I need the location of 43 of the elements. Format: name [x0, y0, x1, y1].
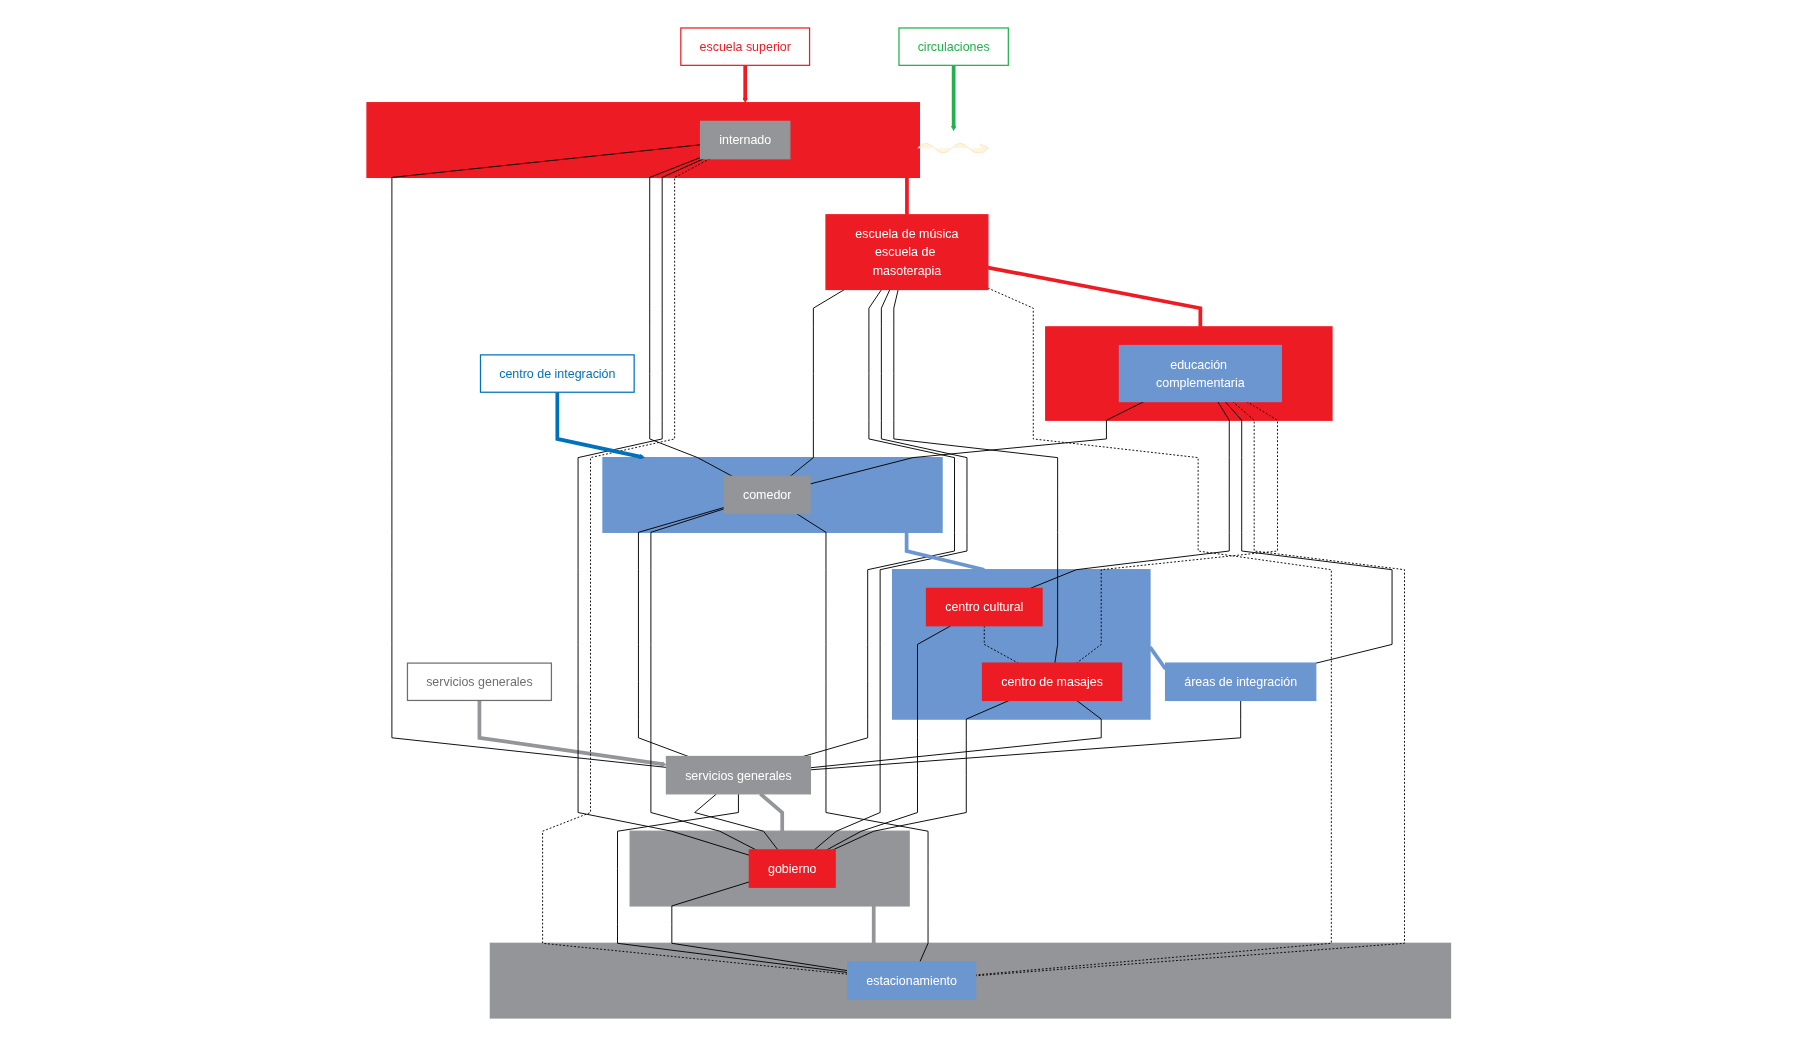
node-box: centro de integración: [479, 353, 635, 393]
connector: [826, 624, 952, 850]
cluster: [602, 456, 943, 533]
node-box: centro cultural: [925, 587, 1043, 626]
node-box: áreas de integración: [1164, 661, 1317, 701]
node-box: comedor: [723, 475, 811, 514]
connector: [671, 880, 848, 971]
node-box: escuela superior: [679, 26, 810, 66]
node-box: circulaciones: [898, 26, 1009, 66]
node-box: gobierno: [748, 848, 836, 888]
node-box: internado: [699, 120, 791, 159]
node-box: centro de masajes: [981, 661, 1122, 701]
connector: [871, 905, 876, 943]
connector: [832, 699, 1010, 850]
node-box: escuela de música escuela de masoterapia: [825, 213, 989, 290]
node-box: estacionamiento: [846, 960, 976, 1000]
connector: [637, 506, 725, 757]
arrow: [477, 699, 667, 767]
connector: [795, 512, 929, 962]
cluster: [489, 942, 1451, 1019]
arrow: [950, 64, 957, 131]
connector: [391, 143, 701, 768]
node-box: servicios generales: [665, 755, 811, 794]
cluster: [891, 568, 1151, 720]
connector: [577, 157, 750, 856]
cluster: [629, 830, 910, 907]
connector: [893, 288, 1058, 664]
connector: [904, 176, 909, 215]
connector: [813, 288, 968, 850]
cluster: [1044, 325, 1333, 421]
node-box: servicios generales: [406, 661, 552, 701]
connector: [987, 265, 1202, 327]
connector: [541, 157, 848, 975]
cluster: [366, 101, 920, 178]
arrow: [742, 64, 748, 103]
connector: [616, 792, 848, 973]
connector: [904, 531, 985, 571]
arrow: [555, 391, 645, 459]
node-box: educación complementaria: [1118, 344, 1282, 402]
wavy-arrow: [916, 142, 989, 154]
connector: [1224, 400, 1393, 664]
connector: [693, 792, 779, 850]
connector: [809, 400, 1145, 484]
